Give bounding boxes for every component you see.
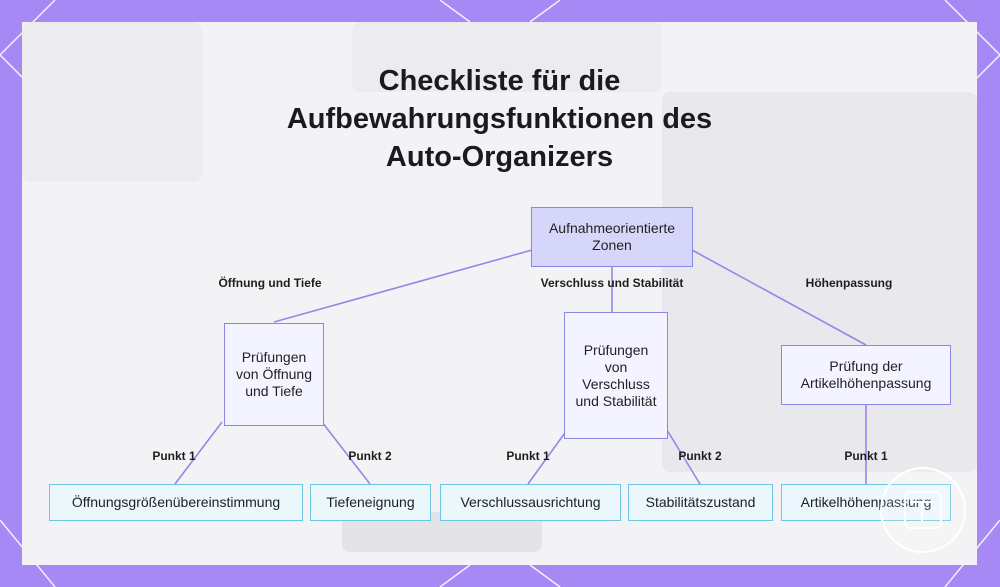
leaf-node: Öffnungsgrößenübereinstimmung [49, 484, 303, 521]
connector-lines [174, 249, 867, 485]
leaf-node-label: Stabilitätszustand [645, 494, 756, 510]
edge-label-leaf: Punkt 2 [678, 449, 722, 463]
connector-root-branch-1 [273, 249, 533, 323]
connector-root-branch-3 [691, 249, 867, 346]
title-line: Aufbewahrungsfunktionen des [286, 103, 713, 135]
connector-branch-1-leaf-1 [174, 421, 223, 485]
leaf-node-label: Tiefeneignung [326, 494, 415, 510]
title-line: Checkliste für die [378, 65, 621, 97]
leaf-node: Stabilitätszustand [628, 484, 773, 521]
connector-branch-2-leaf-2 [666, 429, 701, 485]
background-shape [22, 22, 202, 182]
edge-label-branch-2: Verschluss und Stabilität [540, 276, 684, 290]
edge-label-leaf: Punkt 1 [844, 449, 888, 463]
page-title: Checkliste für die Aufbewahrungsfunktion… [22, 62, 977, 176]
edge-label-leaf: Punkt 2 [348, 449, 392, 463]
background-shape [662, 92, 977, 472]
connector-branch-1-leaf-2 [321, 421, 371, 485]
leaf-node-label: Öffnungsgrößenübereinstimmung [71, 494, 281, 510]
brand-logo-icon [880, 467, 966, 553]
title-line: Auto-Organizers [385, 141, 614, 173]
root-node-label: Aufnahmeorientierte Zonen [548, 220, 676, 253]
background-shape [352, 22, 662, 92]
organizer-icon [904, 491, 942, 529]
leaf-node: Verschlussausrichtung [440, 484, 621, 521]
edge-label-leaf: Punkt 1 [152, 449, 196, 463]
diagram-card: Checkliste für die Aufbewahrungsfunktion… [22, 22, 977, 565]
leaf-node: Tiefeneignung [310, 484, 431, 521]
edge-label-leaf: Punkt 1 [506, 449, 550, 463]
leaf-node-label: Verschlussausrichtung [460, 494, 601, 510]
root-node: Aufnahmeorientierte Zonen [531, 207, 693, 267]
branch-node-1: Prüfungen von Öffnung und Tiefe [224, 323, 324, 426]
branch-node-label: Prüfungen von Öffnung und Tiefe [235, 349, 313, 399]
branch-node-label: Prüfung der Artikelhöhenpassung [800, 358, 932, 391]
edge-label-branch-3: Höhenpassung [805, 276, 893, 290]
connector-branch-2-leaf-1 [527, 429, 568, 485]
branch-node-2: Prüfungen von Verschluss und Stabilität [564, 312, 668, 439]
branch-node-3: Prüfung der Artikelhöhenpassung [781, 345, 951, 405]
branch-node-label: Prüfungen von Verschluss und Stabilität [575, 341, 657, 409]
edge-label-branch-1: Öffnung und Tiefe [218, 276, 322, 290]
